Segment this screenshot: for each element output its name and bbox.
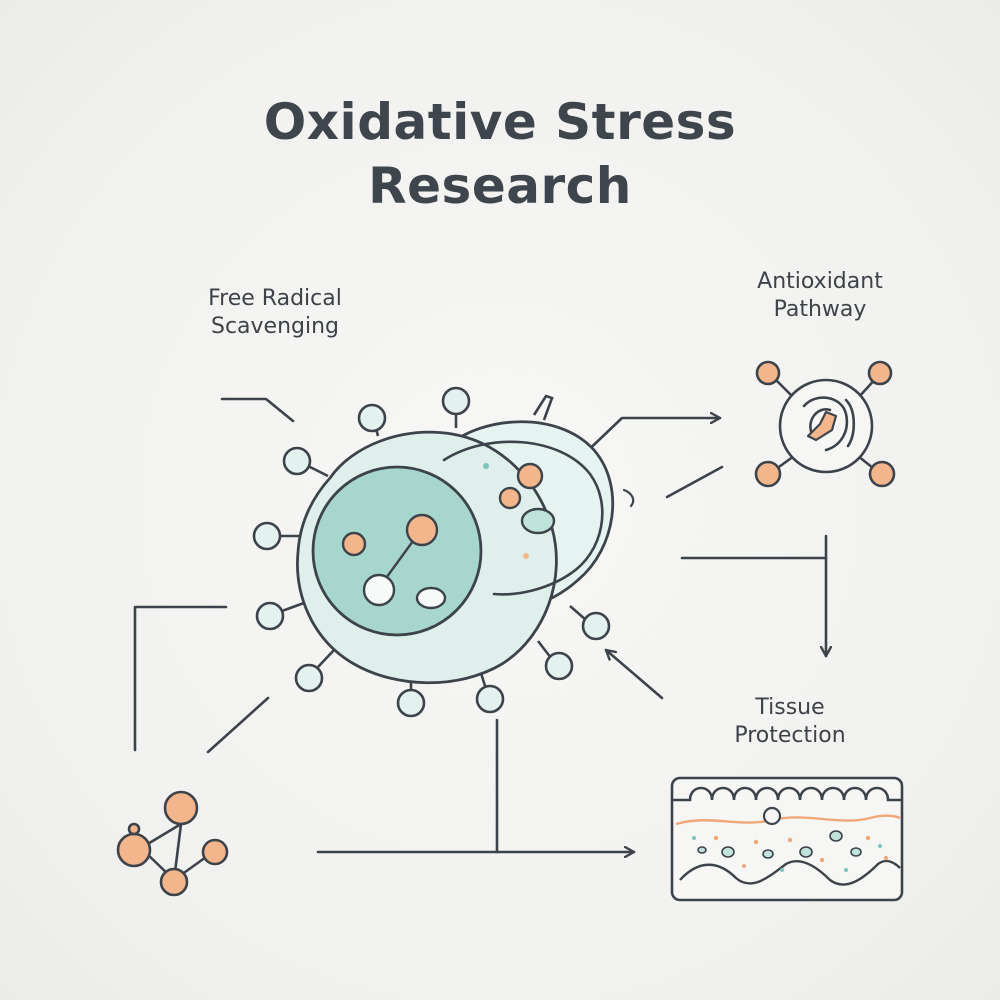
lobe-orange-particle-2	[498, 486, 522, 510]
tissue-label-line-1: Tissue	[755, 695, 825, 720]
antioxidant-pathway-label: Antioxidant Pathway	[720, 268, 920, 324]
lobe-teal-oval	[520, 507, 556, 535]
tissue-label-line-2: Protection	[734, 723, 846, 748]
tissue-dots	[713, 835, 889, 868]
molecule-cluster-icon	[116, 790, 229, 897]
tissue-protection-label: Tissue Protection	[680, 694, 900, 750]
tissue-cells	[697, 830, 862, 859]
free-radical-pointer-line	[220, 397, 295, 423]
antioxidant-molecule-icon	[754, 360, 896, 488]
tissue-bottom-wave	[679, 859, 901, 886]
title-line-1: Oxidative Stress	[263, 93, 737, 151]
left-bracket-line	[133, 605, 228, 752]
title-line-2: Research	[368, 157, 632, 215]
page-title: Oxidative Stress Research	[0, 90, 1000, 218]
antioxidant-return-line	[665, 465, 724, 499]
tissue-orange-layer	[675, 814, 901, 826]
free-radical-label-line-1: Free Radical	[208, 286, 342, 311]
cell-inner-membrane	[442, 440, 604, 596]
cell-spikes	[252, 386, 611, 718]
free-radical-scavenging-label: Free Radical Scavenging	[170, 285, 380, 341]
lobe-teal-dot	[483, 463, 489, 469]
nucleus-orange-particle-small	[341, 531, 367, 557]
cell-to-antioxidant-arrow	[576, 418, 722, 462]
molecule-diagonal-line	[206, 696, 270, 754]
lobe-orange-particle-1	[516, 462, 544, 490]
lobe-orange-dot	[523, 553, 529, 559]
nucleus-orange-particle-large	[405, 513, 439, 547]
antioxidant-label-line-2: Pathway	[773, 297, 867, 322]
cell-icon	[252, 386, 635, 718]
tissue-to-cell-arrow	[604, 648, 664, 700]
tissue-top-wave	[672, 786, 902, 802]
connector-lines	[133, 397, 826, 852]
cell-nucleus	[311, 465, 483, 637]
tissue-cross-section-icon	[670, 776, 904, 902]
antioxidant-label-line-1: Antioxidant	[757, 269, 883, 294]
nucleus-white-particle	[362, 573, 396, 607]
nucleus-white-oval	[415, 586, 447, 610]
free-radical-label-line-2: Scavenging	[210, 314, 340, 339]
cell-membrane-tick	[622, 488, 635, 508]
